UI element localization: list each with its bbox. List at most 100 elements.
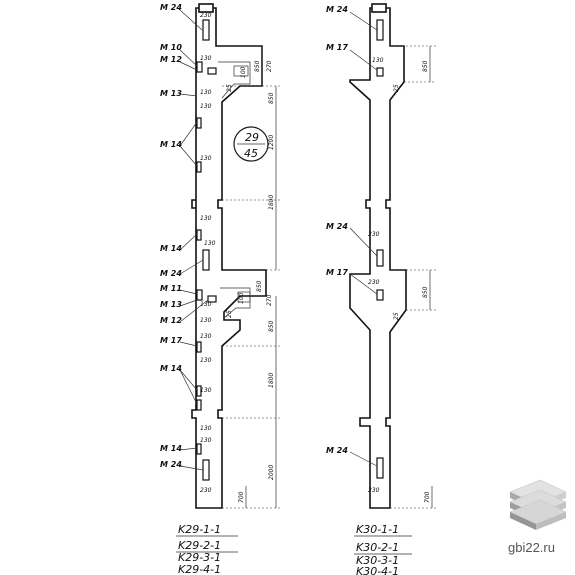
left-callout-label: M 11 bbox=[160, 284, 182, 293]
left-dim-text: 2000 bbox=[268, 465, 275, 480]
left-embed-plate bbox=[196, 61, 203, 73]
left-dim-text: 850 bbox=[256, 280, 263, 292]
left-embed-plate bbox=[196, 289, 203, 301]
left-small-label: 130 bbox=[200, 317, 212, 324]
left-embed-plate bbox=[202, 249, 210, 271]
left-dim-text: 850 bbox=[268, 320, 275, 332]
left-embed-plate bbox=[196, 341, 202, 353]
left-column: M 24 M 10 M 12 M 13 M 14 M 14 M 24 M 11 … bbox=[160, 3, 280, 575]
right-dim-text: 850 bbox=[422, 60, 429, 72]
left-callout-label: M 14 bbox=[160, 140, 182, 149]
right-small-label: 230 bbox=[368, 487, 380, 494]
section-circle: 29 45 bbox=[233, 126, 269, 162]
left-head-cap bbox=[198, 3, 214, 13]
right-callout-label: M 17 bbox=[326, 43, 348, 52]
right-mark: K30-1-1 bbox=[356, 523, 399, 536]
left-dim-text: 270 bbox=[266, 60, 273, 72]
left-mark: K29-4-1 bbox=[178, 563, 221, 575]
right-embed-plate bbox=[376, 19, 384, 41]
left-embed-plate bbox=[202, 459, 210, 481]
left-dim-text: 100 bbox=[240, 66, 247, 78]
left-small-label: 130 bbox=[200, 55, 212, 62]
left-callout-label: M 14 bbox=[160, 364, 182, 373]
left-small-label: 130 bbox=[200, 357, 212, 364]
left-callout-label: M 24 bbox=[160, 269, 182, 278]
left-dim-text: 25 bbox=[226, 84, 233, 92]
left-console-2 bbox=[220, 287, 251, 319]
left-embed-plate bbox=[202, 19, 210, 41]
left-callout-label: M 12 bbox=[160, 55, 182, 64]
left-dim-text: 100 bbox=[238, 292, 245, 304]
right-callout-label: M 24 bbox=[326, 446, 348, 455]
left-console-2-detail bbox=[237, 291, 251, 303]
left-dim-text: 270 bbox=[266, 294, 273, 306]
left-small-label: 230 bbox=[200, 12, 212, 19]
left-small-label: 130 bbox=[200, 301, 212, 308]
left-embed-plate bbox=[196, 399, 202, 411]
svg-text:45: 45 bbox=[244, 147, 258, 160]
right-embed-plate bbox=[376, 67, 384, 77]
left-mark: K29-1-1 bbox=[178, 523, 221, 536]
left-small-label: 230 bbox=[200, 487, 212, 494]
left-small-label: 130 bbox=[200, 89, 212, 96]
right-dim-text: 25 bbox=[393, 84, 400, 92]
left-dim-text: 850 bbox=[254, 60, 261, 72]
right-mark: K30-2-1 bbox=[356, 541, 399, 554]
right-mark: K30-3-1 bbox=[356, 554, 399, 567]
left-embed-plate bbox=[207, 295, 217, 303]
left-embed-plate bbox=[196, 229, 202, 241]
left-small-label: 130 bbox=[204, 240, 216, 247]
right-head-cap bbox=[371, 3, 387, 13]
left-embed-plate bbox=[196, 443, 202, 455]
left-leaders bbox=[179, 9, 209, 471]
left-callout-label: M 14 bbox=[160, 444, 182, 453]
left-embed-plate bbox=[196, 385, 202, 397]
left-column-outline bbox=[191, 7, 267, 509]
right-column: M 24 M 17 M 24 M 17 M 24 130 230 230 230… bbox=[326, 3, 436, 575]
left-small-label: 130 bbox=[200, 387, 212, 394]
left-callout-label: M 24 bbox=[160, 3, 182, 12]
left-console-1-detail bbox=[233, 65, 249, 77]
right-small-label: 230 bbox=[368, 231, 380, 238]
right-leaders bbox=[349, 11, 378, 467]
right-small-label: 130 bbox=[372, 57, 384, 64]
right-embed-plate bbox=[376, 289, 384, 301]
left-dim-text: 25 bbox=[226, 310, 233, 318]
left-mark: K29-3-1 bbox=[178, 551, 221, 564]
left-callout-label: M 13 bbox=[160, 89, 182, 98]
left-embed-plate bbox=[207, 67, 217, 75]
right-embed-plate bbox=[376, 249, 384, 267]
left-small-label: 130 bbox=[200, 437, 212, 444]
left-small-label: 130 bbox=[200, 333, 212, 340]
left-callout-label: M 17 bbox=[160, 336, 182, 345]
left-dim-text: 1200 bbox=[268, 135, 275, 150]
left-callout-label: M 10 bbox=[160, 43, 182, 52]
left-dim-text: 850 bbox=[268, 92, 275, 104]
right-callout-label: M 24 bbox=[326, 222, 348, 231]
left-callout-label: M 24 bbox=[160, 460, 182, 469]
watermark-text: gbi22.ru bbox=[508, 540, 555, 555]
left-embed-plate bbox=[196, 117, 202, 129]
left-callout-label: M 13 bbox=[160, 300, 182, 309]
left-callout-label: M 14 bbox=[160, 244, 182, 253]
left-callout-label: M 12 bbox=[160, 316, 182, 325]
right-callout-label: M 17 bbox=[326, 268, 348, 277]
left-small-label: 130 bbox=[200, 215, 212, 222]
left-dim-text: 1800 bbox=[268, 373, 275, 388]
left-small-label: 130 bbox=[200, 103, 212, 110]
left-mark: K29-2-1 bbox=[178, 539, 221, 552]
right-dim-text: 25 bbox=[393, 312, 400, 320]
right-small-label: 230 bbox=[368, 279, 380, 286]
left-dim-text: 1800 bbox=[268, 195, 275, 210]
right-dim-text: 850 bbox=[422, 286, 429, 298]
stacked-slabs-icon bbox=[509, 479, 567, 530]
right-embed-plate bbox=[376, 457, 384, 479]
left-dim-text: 700 bbox=[238, 491, 245, 503]
svg-text:29: 29 bbox=[245, 131, 259, 144]
left-small-label: 130 bbox=[200, 155, 212, 162]
left-small-label: 130 bbox=[200, 425, 212, 432]
watermark-logo: gbi22.ru bbox=[508, 479, 567, 555]
left-embed-plate bbox=[196, 161, 202, 173]
right-mark: K30-4-1 bbox=[356, 565, 399, 575]
